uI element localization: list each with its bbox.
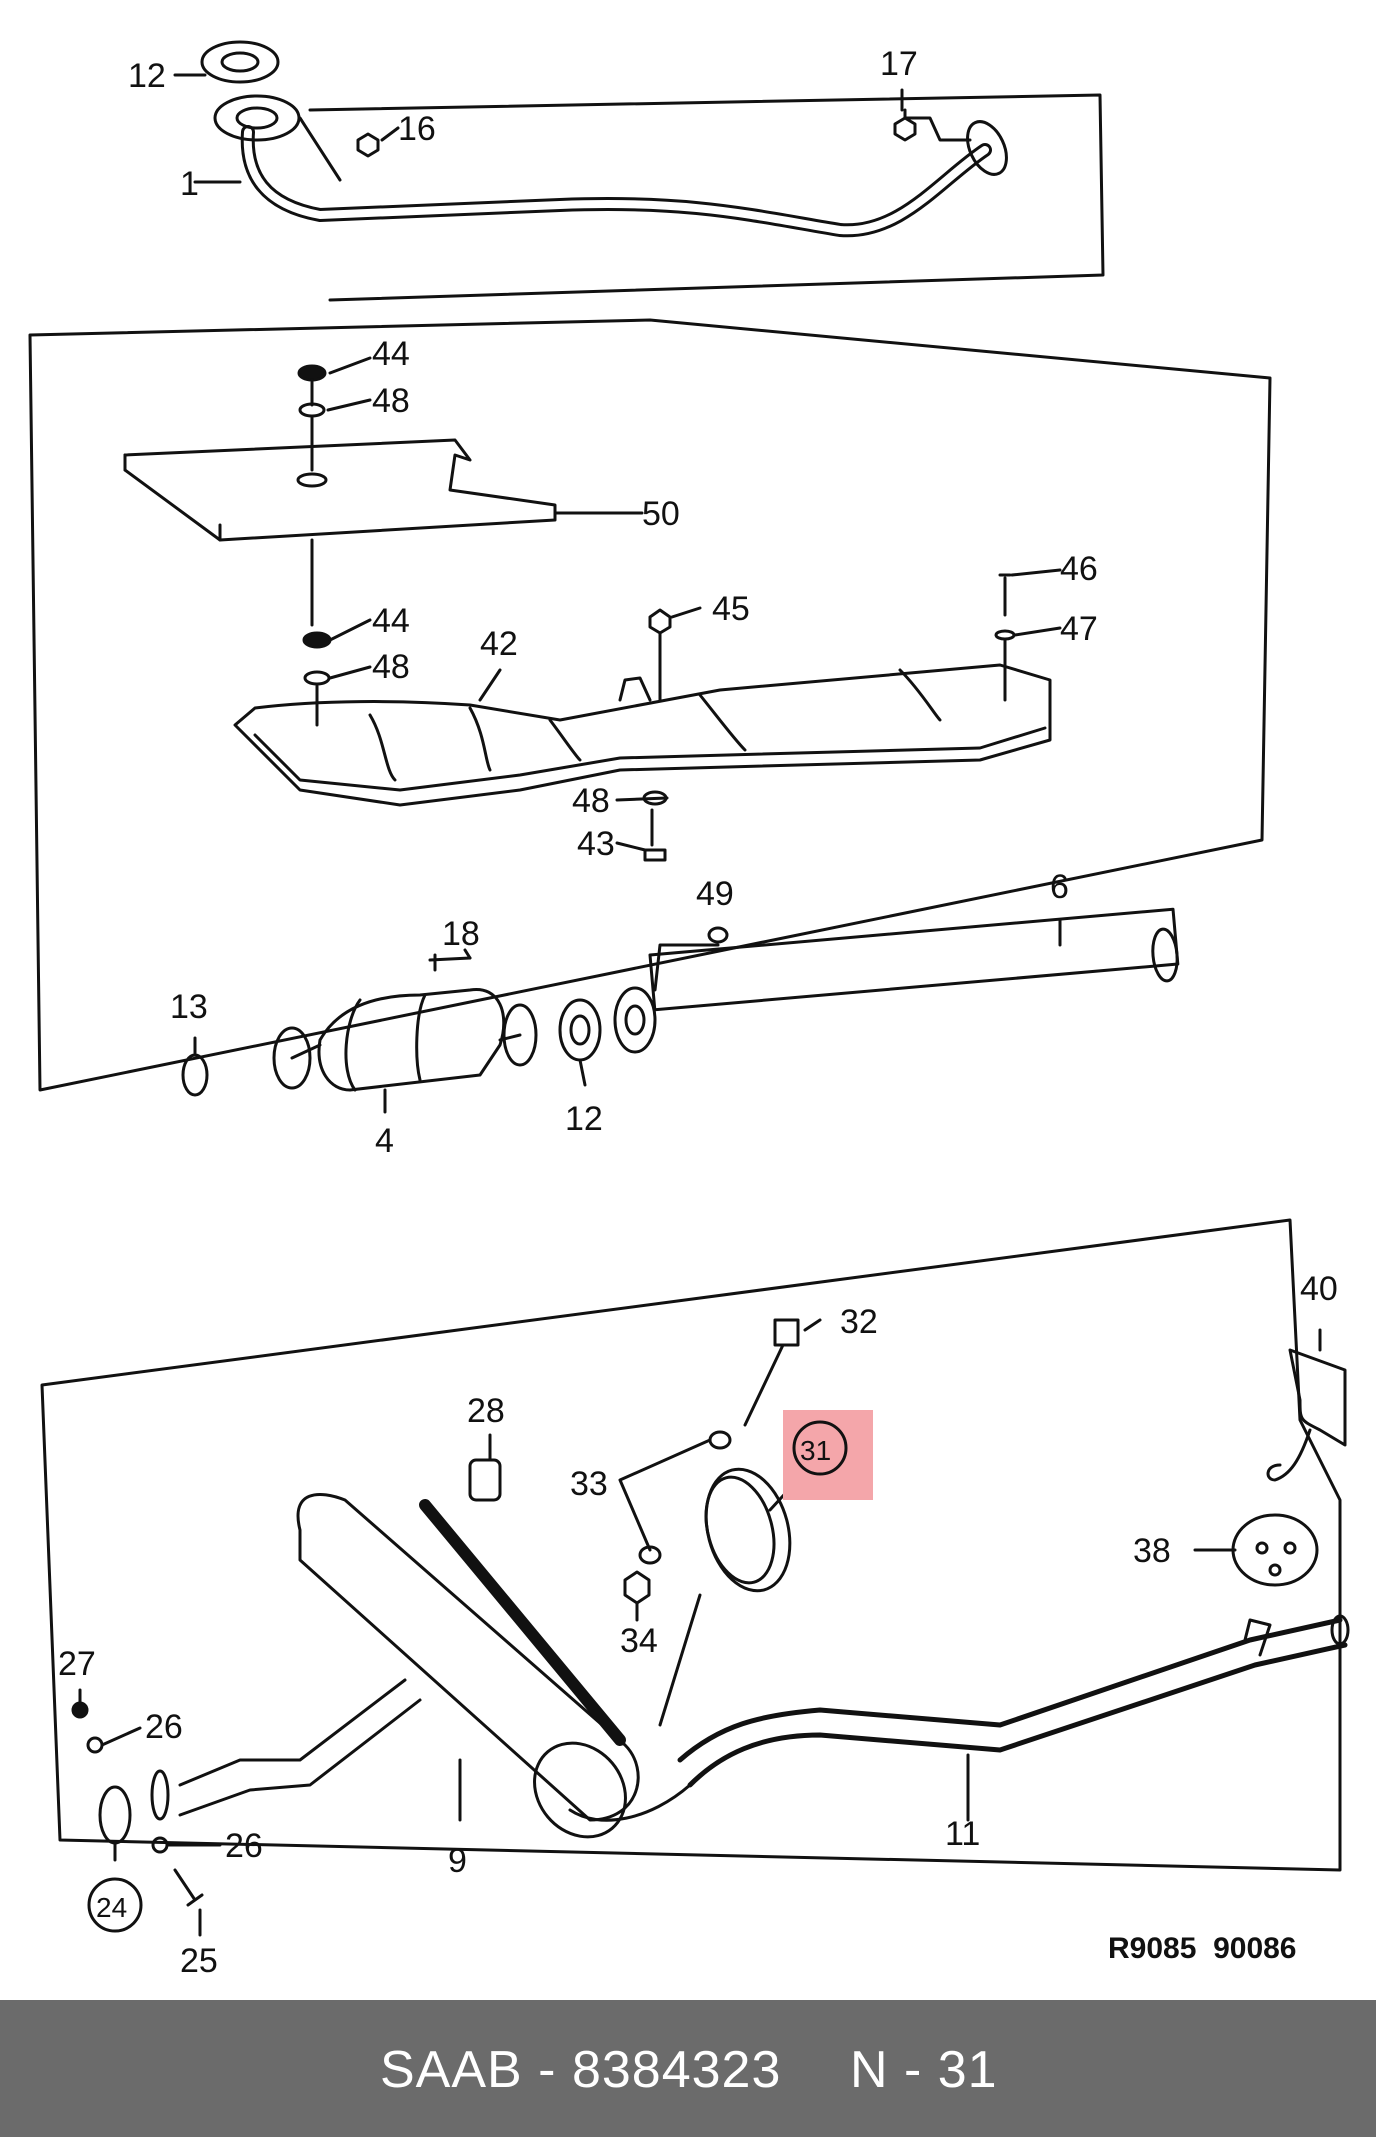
callout-6: 6 [1050, 868, 1069, 906]
callout-45: 45 [712, 590, 750, 628]
callout-24: 24 [96, 1892, 127, 1923]
nut-45 [648, 608, 672, 635]
reference-code: R9085 90086 [1108, 1932, 1297, 1965]
callout-32: 32 [840, 1303, 878, 1341]
catalytic-converter [317, 988, 506, 1092]
washer-44-top [297, 364, 327, 382]
callout-25: 25 [180, 1942, 218, 1980]
nut-34 [623, 1570, 651, 1605]
callout-43: 43 [577, 825, 615, 863]
callout-17: 17 [880, 45, 918, 83]
rear-muffler [296, 1493, 640, 1822]
pipe-flange-6 [613, 986, 657, 1054]
callout-13: 13 [170, 988, 208, 1026]
callout-16: 16 [398, 110, 436, 148]
nut-27 [71, 1701, 89, 1719]
washer-26-top [86, 1736, 104, 1754]
callout-31: 31 [800, 1435, 831, 1466]
callout-44a: 44 [372, 335, 410, 373]
front-pipe-flange [213, 94, 301, 142]
callout-11: 11 [945, 1815, 980, 1853]
frame-front-pipe [308, 93, 1105, 302]
callout-12a: 12 [128, 57, 166, 95]
bolt-25 [173, 1868, 204, 1907]
callout-44b: 44 [372, 602, 410, 640]
nut-49 [707, 926, 729, 944]
tail-pipe [677, 1617, 1348, 1788]
connecting-pipe [178, 1678, 422, 1817]
bolt-32 [743, 1318, 800, 1427]
nut-17 [893, 116, 917, 142]
gasket-top [200, 40, 280, 84]
callout-31-circle [792, 1420, 848, 1476]
bolt-46 [998, 573, 1012, 617]
callout-38: 38 [1133, 1532, 1171, 1570]
callout-28: 28 [467, 1392, 505, 1430]
diagram-position-label: N - 31 [850, 2041, 998, 2099]
seal-ring-13 [181, 1053, 209, 1097]
callout-34: 34 [620, 1622, 658, 1660]
part-footer-bar: SAAB - 8384323 N - 31 [0, 2000, 1376, 2137]
frame-rear-muffler-group [40, 1218, 1342, 1872]
callout-49: 49 [696, 875, 734, 913]
washer-47 [994, 629, 1016, 641]
hanger-bracket-40 [1288, 1348, 1347, 1447]
callout-33: 33 [570, 1465, 608, 1503]
highlight-box [783, 1410, 873, 1500]
callout-42: 42 [480, 625, 518, 663]
frame-catalyst-group [28, 318, 1272, 1092]
nut-16 [356, 132, 380, 158]
callout-48c: 48 [572, 782, 610, 820]
gasket-12-cat [558, 998, 602, 1062]
callout-1: 1 [180, 165, 199, 203]
callout-40: 40 [1300, 1270, 1338, 1308]
washer-26-bot [151, 1836, 169, 1854]
bolt-18 [428, 953, 472, 972]
callout-26b: 26 [225, 1827, 263, 1865]
callout-9: 9 [448, 1842, 467, 1880]
callout-50: 50 [642, 495, 680, 533]
callout-27: 27 [58, 1645, 96, 1683]
callout-26a: 26 [145, 1708, 183, 1746]
rubber-clip-28 [468, 1458, 502, 1502]
bolt-43 [643, 808, 667, 862]
callout-24-circle [87, 1877, 143, 1933]
callout-46: 46 [1060, 550, 1098, 588]
callout-4: 4 [375, 1122, 394, 1160]
part-number-label: SAAB - 8384323 [380, 2041, 782, 2099]
callout-48a: 48 [372, 382, 410, 420]
washer-44-mid [302, 631, 332, 649]
callout-47: 47 [1060, 610, 1098, 648]
front-pipe [213, 94, 1008, 238]
cat-outlet-flange [502, 1003, 538, 1067]
heat-shield-main [233, 663, 1052, 807]
cat-inlet-flange [272, 1026, 312, 1090]
callout-12b: 12 [565, 1100, 603, 1138]
front-pipe-rear-flange [966, 120, 1008, 176]
intermediate-pipe [648, 907, 1180, 1012]
heat-shield-plate [123, 438, 557, 542]
flange-24 [98, 1785, 132, 1845]
washer-33-top [708, 1430, 732, 1450]
washer-48-mid [303, 670, 331, 686]
callout-18: 18 [442, 915, 480, 953]
callout-48b: 48 [372, 648, 410, 686]
exhaust-system-diagram: 1 12 16 17 44 48 50 44 48 42 45 46 47 48… [28, 40, 1350, 1980]
